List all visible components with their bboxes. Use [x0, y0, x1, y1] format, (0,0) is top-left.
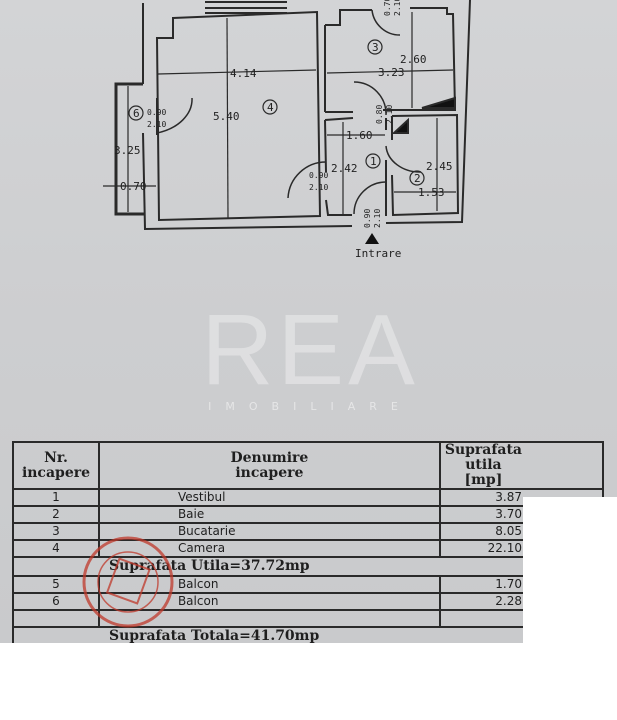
entrance-arrow-icon [365, 233, 379, 244]
floor-plan: 4.14 5.40 3.23 2.60 1.60 2.42 1.53 2.45 … [103, 0, 471, 260]
subtotal-text: Suprafata Utila=37.72mp [12, 556, 604, 577]
room-3-walls [324, 7, 457, 113]
door-width: 0.80 [375, 105, 384, 124]
door-width: 0.70 [383, 0, 392, 16]
room-number: 2 [414, 172, 421, 185]
dim-balcony-width: 0.70 [120, 180, 147, 193]
header-name: Denumire incapere [97, 441, 441, 490]
door-height: 2.10 [385, 105, 394, 124]
door-arc [371, 9, 401, 36]
cell-nr: 2 [12, 505, 100, 524]
door-arc [287, 161, 327, 199]
blank-area [523, 497, 617, 643]
dim-room4-width: 4.14 [230, 67, 257, 80]
shaft-marker [391, 117, 409, 134]
door-arc [385, 145, 422, 173]
cell-nr: 3 [12, 522, 100, 541]
door-width: 0.90 [363, 209, 372, 228]
cell-name: Bucatarie [97, 522, 441, 541]
door-labels: 0.90 2.10 0.90 2.10 0.80 2.10 0.70 2.10 … [147, 0, 402, 228]
room-1-walls [324, 117, 387, 216]
dim-balcony-length: 3.25 [114, 144, 141, 157]
door-height: 2.10 [147, 120, 166, 129]
balcony-6 [114, 82, 145, 216]
entrance-label: Intrare [355, 247, 401, 260]
dim-room4-length: 5.40 [213, 110, 240, 123]
blank-area [0, 643, 617, 720]
dim-room2-length: 2.45 [426, 160, 453, 173]
watermark-logo: REA IMOBILIARE [185, 300, 435, 413]
door-arc [156, 97, 193, 134]
room-number: 1 [370, 155, 377, 168]
door-width: 0.90 [147, 108, 166, 117]
cell-name: Balcon [97, 592, 441, 611]
dim-room1-length: 2.42 [331, 162, 358, 175]
cell-name: Baie [97, 505, 441, 524]
cell-nr: 1 [12, 488, 100, 507]
door-arc [353, 81, 387, 116]
room-number: 6 [133, 107, 140, 120]
dim-room3-width: 3.23 [378, 66, 405, 79]
cell-name: Balcon [97, 575, 441, 594]
door-height: 2.10 [373, 209, 382, 228]
subtotal-row: Suprafata Utila=37.72mp [12, 556, 604, 577]
door-height: 2.10 [309, 183, 328, 192]
table-row-empty [12, 609, 605, 628]
cell-nr: 5 [12, 575, 100, 594]
dim-room3-length: 2.60 [400, 53, 427, 66]
outer-wall [142, 0, 471, 231]
watermark-text: REA [201, 294, 419, 406]
cell-name: Vestibul [97, 488, 441, 507]
room-2-walls [391, 113, 460, 217]
cell-empty [97, 609, 441, 628]
table-header: Nr. incapere Denumire incapere Suprafata… [12, 441, 605, 490]
door-arc [353, 181, 387, 215]
room-4-walls [155, 10, 322, 222]
header-area: Suprafata utila [mp] [438, 441, 605, 490]
cell-nr: 6 [12, 592, 100, 611]
room-number: 4 [267, 101, 274, 114]
dim-room2-width: 1.53 [418, 186, 445, 199]
cell-nr: 4 [12, 539, 100, 558]
dimension-lines [103, 12, 456, 219]
room-number: 3 [372, 41, 379, 54]
cell-name: Camera [97, 539, 441, 558]
header-nr: Nr. incapere [12, 441, 100, 490]
dim-room1-width: 1.60 [346, 129, 373, 142]
room-numbers: 1 2 3 4 6 [128, 39, 425, 186]
door-height: 2.10 [393, 0, 402, 16]
door-width: 0.90 [309, 171, 328, 180]
room-area-table: Nr. incapere Denumire incapere Suprafata… [12, 441, 605, 647]
cell-empty [12, 609, 100, 628]
watermark-subtext: IMOBILIARE [208, 400, 412, 413]
shaft-marker [421, 96, 456, 109]
